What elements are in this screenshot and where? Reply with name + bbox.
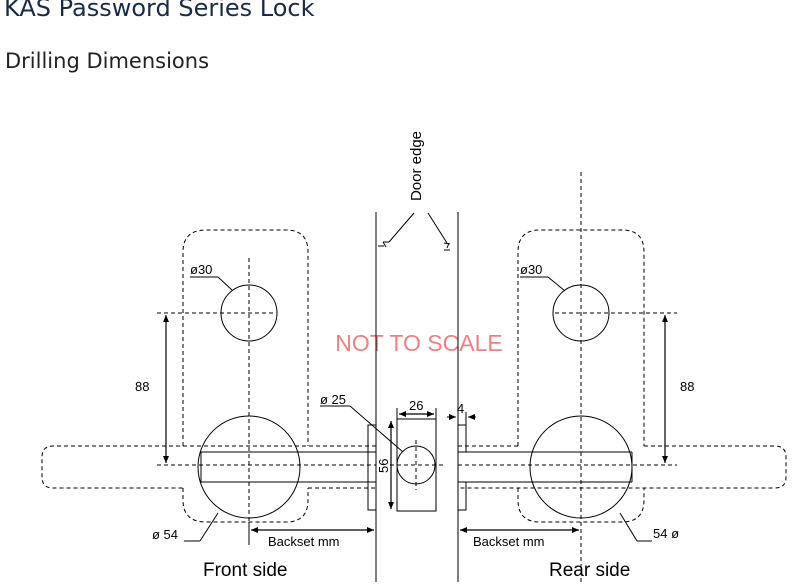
faceplate-outline	[367, 424, 376, 511]
door-edge-marker-right	[443, 242, 451, 251]
offset-dim-label: 4	[457, 401, 464, 416]
front-backset-label: Backset mm	[268, 534, 340, 549]
rear-side-drawing: ø30 54 ø 88 Backset mm Rear side	[458, 172, 787, 582]
page-subtitle: Drilling Dimensions	[5, 49, 210, 73]
rear-escutcheon-outline	[517, 229, 645, 446]
page-title: KAS Password Series Lock	[4, 0, 315, 22]
rear-small-hole-label: ø30	[520, 262, 542, 277]
rear-vertical-dim-label: 88	[680, 379, 694, 394]
rear-large-hole-label: 54 ø	[653, 526, 679, 541]
front-large-hole	[197, 415, 301, 519]
front-lever-outline	[41, 445, 376, 489]
door-edge-marker-left	[378, 241, 389, 248]
latch-height-label: 56	[376, 459, 391, 473]
rear-backset-label: Backset mm	[473, 534, 545, 549]
front-vertical-dim-label: 88	[135, 379, 149, 394]
rear-lever-outline	[458, 445, 787, 489]
rear-side-label: Rear side	[549, 560, 630, 581]
rear-small-hole	[552, 284, 610, 342]
front-large-hole-label: ø 54	[152, 527, 178, 542]
front-side-drawing: ø30 ø 54 88 Backset mm Front side	[41, 229, 376, 581]
door-edge-label: Door edge	[408, 131, 425, 201]
latch-hole-label: ø 25	[320, 392, 346, 407]
front-side-label: Front side	[203, 560, 287, 581]
edge-bore-drawing: ø 25 26 56 4	[320, 392, 476, 512]
door-edge: Door edge	[375, 131, 459, 582]
not-to-scale-watermark: NOT TO SCALE	[335, 330, 502, 356]
front-escutcheon-outline	[182, 229, 309, 446]
front-small-hole	[220, 284, 278, 342]
latch-width-label: 26	[409, 398, 423, 413]
front-small-hole-label: ø30	[190, 262, 212, 277]
